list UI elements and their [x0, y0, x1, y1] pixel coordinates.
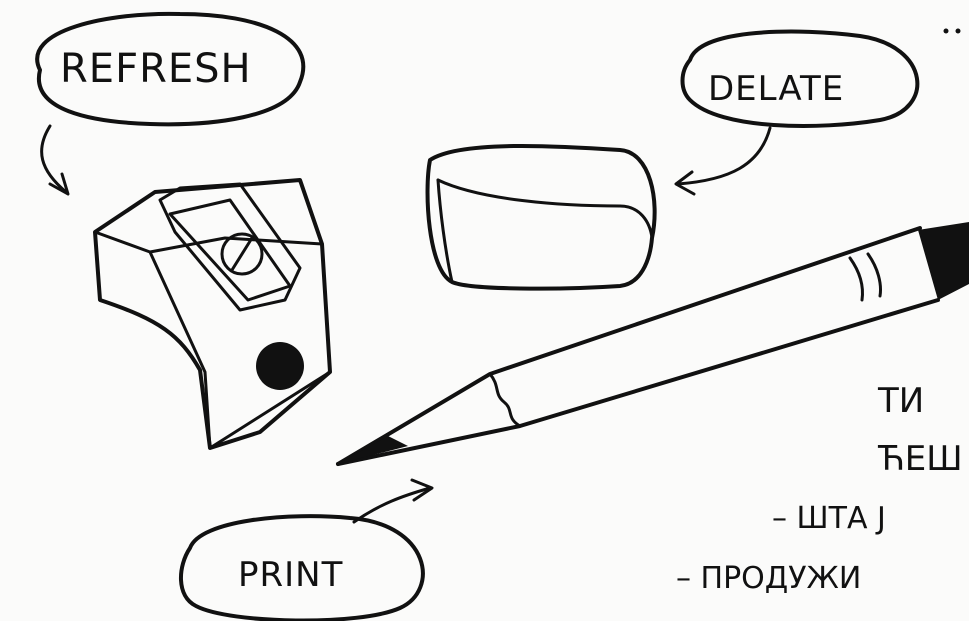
sharpener-icon: [93, 178, 332, 450]
refresh-bubble[interactable]: REFRESH: [35, 11, 306, 127]
delate-label: DELATE: [708, 69, 844, 109]
eraser-icon: [425, 143, 657, 291]
print-label: PRINT: [238, 555, 343, 595]
delate-arrowhead: [674, 170, 696, 196]
refresh-arrow: [40, 124, 68, 194]
note-line-4: – ПРОДУЖИ: [676, 561, 861, 596]
pencil-icon: [336, 222, 969, 466]
note-line-5: ...: [708, 613, 737, 621]
refresh-arrowhead: [48, 172, 70, 196]
delate-arrow: [676, 126, 772, 186]
print-bubble[interactable]: PRINT: [178, 514, 425, 621]
print-arrow: [352, 486, 432, 524]
refresh-label: REFRESH: [60, 46, 252, 92]
print-arrowhead: [410, 478, 434, 502]
handwritten-notes: ТИ ЋЕШ – ШТА Ј – ПРОДУЖИ ...: [676, 381, 963, 621]
delate-bubble[interactable]: DELATE: [680, 29, 920, 128]
note-line-2: ЋЕШ: [877, 439, 963, 479]
corner-dots: [943, 28, 961, 34]
note-line-3: – ШТА Ј: [772, 501, 886, 536]
note-line-1: ТИ: [877, 381, 924, 421]
